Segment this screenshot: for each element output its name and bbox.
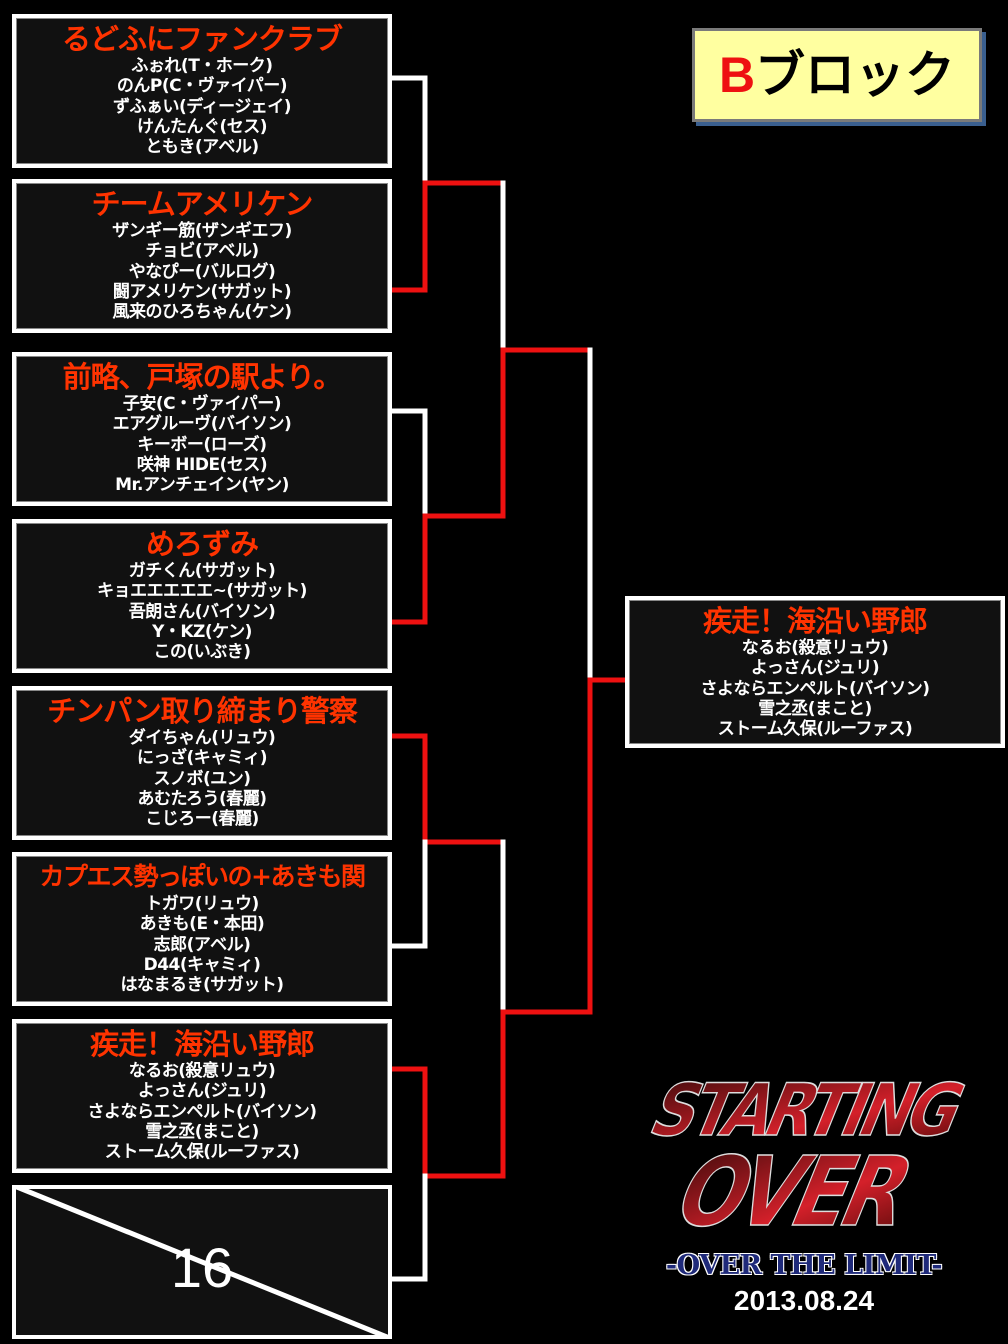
team-member: Y・KZ(ケン) bbox=[152, 621, 252, 642]
team-member: 子安(C・ヴァイパー) bbox=[122, 394, 282, 414]
team-member: なるお(殺意リュウ) bbox=[128, 1061, 276, 1081]
team-member: やなぴー(バルログ) bbox=[128, 261, 276, 282]
team-member: エアグルーヴ(バイソン) bbox=[112, 414, 292, 435]
block-word: ブロック bbox=[755, 47, 956, 103]
team-name: カプエス勢っぽいの+あきも関 bbox=[39, 862, 366, 891]
team-member: よっさん(ジュリ) bbox=[137, 1081, 267, 1102]
team-name: るどふにファンクラブ bbox=[61, 22, 343, 56]
winner-member: さよならエンペルト(バイソン) bbox=[700, 678, 930, 699]
team-name: チームアメリケン bbox=[91, 187, 314, 221]
event-subtitle: -OVER THE LIMIT- bbox=[665, 1250, 943, 1281]
team-box: チンパン取り締まり警察ダイちゃん(リュウ)にっざ(キャミィ)スノボ(ユン)あむた… bbox=[12, 686, 392, 840]
team-member: こじろー(春麗) bbox=[145, 809, 259, 830]
team-member: のんP(C・ヴァイパー) bbox=[116, 76, 288, 97]
team-member: ザンギー筋(ザンギエフ) bbox=[112, 221, 292, 241]
team-box: めろずみガチくん(サガット)キョエエエエエ~(サガット)吾朗さん(バイソン)Y・… bbox=[12, 519, 392, 673]
team-member: 志郎(アベル) bbox=[153, 934, 251, 955]
team-member: あきも(E・本田) bbox=[139, 914, 265, 935]
team-member: 雪之丞(まこと) bbox=[145, 1121, 259, 1142]
team-name: 前略、戸塚の駅より。 bbox=[62, 360, 343, 394]
team-member: チョビ(アベル) bbox=[145, 241, 259, 262]
team-member: 咲神 HIDE(セス) bbox=[136, 454, 268, 475]
team-member: ふぉれ(T・ホーク) bbox=[131, 56, 273, 76]
team-member: Mr.アンチェイン(ヤン) bbox=[115, 475, 289, 496]
team-member: けんたんぐ(セス) bbox=[136, 116, 268, 137]
event-logo: STARTING OVER bbox=[638, 1067, 974, 1249]
winner-member: ストーム久保(ルーファス) bbox=[717, 719, 913, 740]
team-member: ダイちゃん(リュウ) bbox=[128, 728, 276, 748]
team-member: スノボ(ユン) bbox=[153, 768, 251, 789]
winner-member: よっさん(ジュリ) bbox=[750, 658, 880, 679]
team-member: ともき(アベル) bbox=[145, 137, 259, 158]
team-box: 疾走！海沿い野郎なるお(殺意リュウ)よっさん(ジュリ)さよならエンペルト(バイソ… bbox=[12, 1019, 392, 1173]
team-member: 闘アメリケン(サガット) bbox=[112, 281, 292, 302]
block-label: Bブロック bbox=[692, 28, 982, 122]
team-member: にっざ(キャミィ) bbox=[136, 748, 268, 769]
team-member: あむたろう(春麗) bbox=[137, 788, 267, 809]
team-member: ガチくん(サガット) bbox=[128, 561, 276, 581]
team-box: カプエス勢っぽいの+あきも関トガワ(リュウ)あきも(E・本田)志郎(アベル)D4… bbox=[12, 852, 392, 1006]
bye-seed-number: 16 bbox=[170, 1236, 234, 1299]
team-member: キョエエエエエ~(サガット) bbox=[97, 581, 307, 602]
team-member: はなまるき(サガット) bbox=[120, 975, 284, 996]
team-member: キーボー(ローズ) bbox=[137, 434, 267, 455]
block-letter: B bbox=[718, 47, 756, 103]
strike-line bbox=[12, 1185, 392, 1339]
team-member: 風来のひろちゃん(ケン) bbox=[112, 302, 292, 323]
team-member: さよならエンペルト(バイソン) bbox=[87, 1101, 317, 1122]
event-date: 2013.08.24 bbox=[733, 1285, 875, 1316]
block-winner-box: 疾走！海沿い野郎 なるお(殺意リュウ) よっさん(ジュリ) さよならエンペルト(… bbox=[625, 596, 1005, 748]
team-name: 疾走！海沿い野郎 bbox=[89, 1027, 315, 1061]
bye-slot: 16 bbox=[12, 1185, 392, 1339]
team-name: めろずみ bbox=[145, 527, 259, 561]
winner-member: 雪之丞(まこと) bbox=[758, 698, 872, 719]
team-member: この(いぶき) bbox=[153, 642, 251, 663]
svg-text:OVER: OVER bbox=[660, 1136, 929, 1248]
team-member: ずふぁい(ディージェイ) bbox=[112, 96, 292, 117]
team-member: D44(キャミィ) bbox=[143, 954, 261, 975]
svg-text:STARTING: STARTING bbox=[639, 1068, 974, 1153]
winner-team-name: 疾走！海沿い野郎 bbox=[702, 604, 928, 638]
team-box: るどふにファンクラブふぉれ(T・ホーク)のんP(C・ヴァイパー)ずふぁい(ディー… bbox=[12, 14, 392, 168]
team-box: チームアメリケンザンギー筋(ザンギエフ)チョビ(アベル)やなぴー(バルログ)闘ア… bbox=[12, 179, 392, 333]
team-member: ストーム久保(ルーファス) bbox=[104, 1142, 300, 1163]
team-name: チンパン取り締まり警察 bbox=[47, 694, 357, 728]
team-member: トガワ(リュウ) bbox=[145, 894, 259, 914]
winner-member: なるお(殺意リュウ) bbox=[741, 638, 889, 658]
team-box: 前略、戸塚の駅より。子安(C・ヴァイパー)エアグルーヴ(バイソン)キーボー(ロー… bbox=[12, 352, 392, 506]
team-member: 吾朗さん(バイソン) bbox=[128, 601, 276, 622]
